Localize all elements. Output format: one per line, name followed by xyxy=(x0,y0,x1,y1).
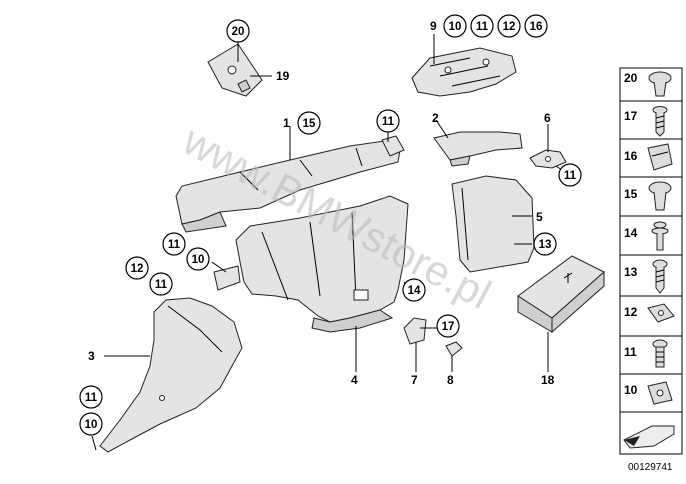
leader-lines xyxy=(91,34,563,451)
callout-1: 1 xyxy=(283,116,290,130)
bolt-icon xyxy=(652,339,668,368)
callout-18: 18 xyxy=(541,373,555,387)
trunk-trim-part-4 xyxy=(213,195,409,333)
cover-part-7 xyxy=(403,317,427,345)
legend-label-13: 13 xyxy=(624,265,638,279)
legend-label-14: 14 xyxy=(624,226,638,240)
legend-label-11: 11 xyxy=(624,345,637,359)
callout-20-top: 20 xyxy=(232,26,245,38)
legend-label-17: 17 xyxy=(624,109,638,123)
callout-4: 4 xyxy=(351,373,358,387)
legend-label-20: 20 xyxy=(624,71,638,85)
callout-17-mid: 17 xyxy=(442,321,455,333)
callout-15-top: 15 xyxy=(303,118,316,130)
expanding-rivet-icon xyxy=(648,181,672,211)
callout-12-left: 12 xyxy=(131,263,144,275)
side-panel-part-5 xyxy=(451,175,535,273)
clip-nut-icon-10 xyxy=(647,381,673,405)
callout-5: 5 xyxy=(536,210,543,224)
callout-12-top: 12 xyxy=(503,21,516,33)
callout-6: 6 xyxy=(544,111,551,125)
callout-11-right: 11 xyxy=(564,170,577,182)
callout-3: 3 xyxy=(88,349,95,363)
callout-16-top: 16 xyxy=(530,21,543,33)
clip-part-6 xyxy=(529,149,567,169)
callout-9: 9 xyxy=(430,19,437,33)
callout-2: 2 xyxy=(432,111,439,125)
callout-11-top-right: 11 xyxy=(476,21,489,33)
clip-rivet-icon xyxy=(648,71,672,97)
callout-19: 19 xyxy=(276,69,290,83)
tapping-screw-icon xyxy=(652,259,668,294)
pillar-trim-part-3 xyxy=(99,297,243,453)
screw-icon xyxy=(652,106,668,137)
callout-11-bottom: 11 xyxy=(85,392,98,404)
legend-label-15: 15 xyxy=(624,187,638,201)
parts-legend: 20 17 16 15 14 13 xyxy=(619,67,683,455)
callout-13-mid: 13 xyxy=(539,239,552,251)
clip-nut-icon xyxy=(647,143,673,171)
cap-part-8 xyxy=(445,341,463,357)
callout-11-left-b: 11 xyxy=(155,279,168,291)
diagram-number: 00129741 xyxy=(628,462,673,473)
callout-10-left: 10 xyxy=(192,254,205,266)
trim-part-2 xyxy=(433,131,523,167)
callout-14-mid: 14 xyxy=(408,285,421,297)
callout-10-top: 10 xyxy=(449,21,462,33)
legend-label-12: 12 xyxy=(624,305,638,319)
callout-11-top: 11 xyxy=(382,116,395,128)
callout-11-left-a: 11 xyxy=(168,239,181,251)
arrow-icon xyxy=(623,425,675,449)
first-aid-kit-part-18 xyxy=(517,255,605,334)
callout-10-bottom: 10 xyxy=(85,419,98,431)
callout-7: 7 xyxy=(411,373,418,387)
washer-screw-icon xyxy=(651,221,669,251)
legend-label-10: 10 xyxy=(624,383,638,397)
bracket-part-9 xyxy=(411,47,517,97)
callouts: 1 15 11 20 19 9 10 11 12 16 2 6 11 5 13 … xyxy=(79,14,582,436)
legend-label-16: 16 xyxy=(624,149,638,163)
bracket-part-19 xyxy=(207,43,263,97)
speed-nut-icon xyxy=(647,303,675,323)
trim-panel-part-1 xyxy=(175,135,405,233)
callout-8: 8 xyxy=(447,373,454,387)
